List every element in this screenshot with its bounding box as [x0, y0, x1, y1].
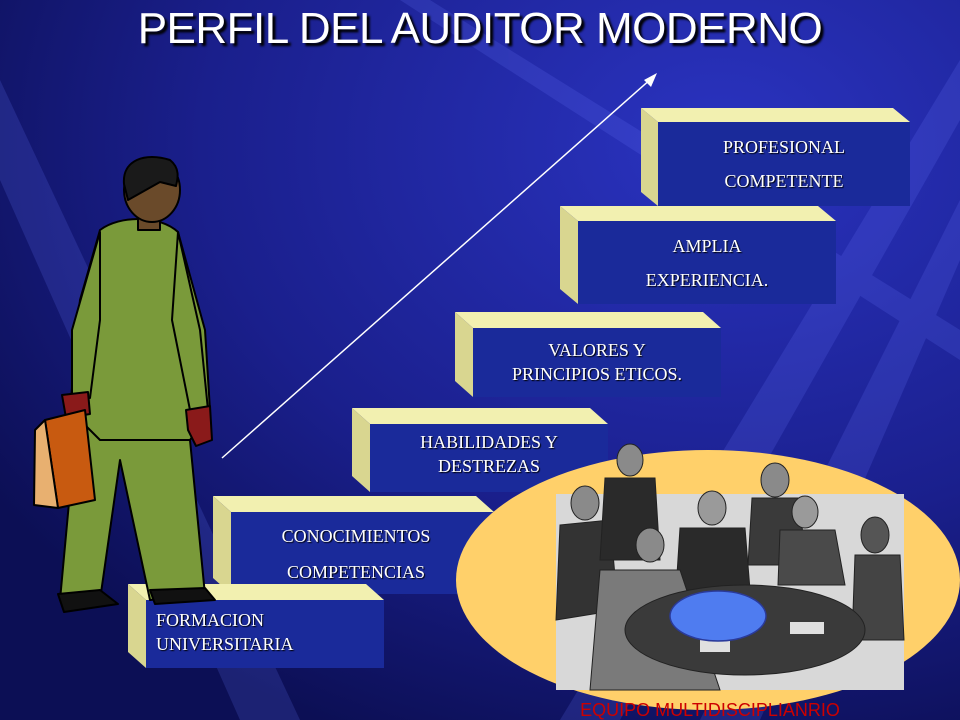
step-5: [560, 206, 836, 304]
step-2: [213, 496, 494, 594]
step-label-5-line1: AMPLIA: [672, 236, 742, 256]
step-label-4-line1: VALORES Y: [548, 340, 646, 360]
meeting-group-icon: [456, 443, 960, 710]
step-4: [455, 312, 721, 397]
step-label-1-line1: FORMACION: [156, 610, 265, 630]
step-6: [641, 108, 910, 206]
team-label: EQUIPO MULTIDISCIPLIANRIO: [580, 700, 840, 720]
page-title: PERFIL DEL AUDITOR MODERNO: [137, 4, 823, 53]
step-label-2: CONOCIMIENTOS COMPETENCIAS: [231, 518, 481, 590]
businessman-figure-icon: [33, 156, 216, 613]
step-label-1: FORMACION UNIVERSITARIA: [156, 608, 376, 656]
step-label-1-line2: UNIVERSITARIA: [156, 634, 294, 654]
step-label-2-line2: COMPETENCIAS: [286, 562, 425, 582]
step-label-3-line2: DESTREZAS: [437, 456, 540, 476]
briefcase-icon: [33, 409, 96, 509]
step-label-4: VALORES Y PRINCIPIOS ETICOS.: [473, 338, 721, 386]
step-label-6-line1: PROFESIONAL: [722, 137, 846, 157]
step-label-4-line2: PRINCIPIOS ETICOS.: [511, 364, 683, 384]
step-label-6-line2: COMPETENTE: [724, 171, 844, 191]
step-label-5: AMPLIA EXPERIENCIA.: [578, 229, 836, 297]
step-label-6: PROFESIONAL COMPETENTE: [658, 130, 910, 198]
growth-arrow-icon: [221, 73, 657, 459]
step-label-3: HABILIDADES Y DESTREZAS: [370, 430, 608, 478]
step-label-3-line1: HABILIDADES Y: [420, 432, 558, 452]
step-3: [352, 408, 608, 492]
step-label-2-line1: CONOCIMIENTOS: [281, 526, 431, 546]
step-label-5-line2: EXPERIENCIA.: [645, 270, 769, 290]
